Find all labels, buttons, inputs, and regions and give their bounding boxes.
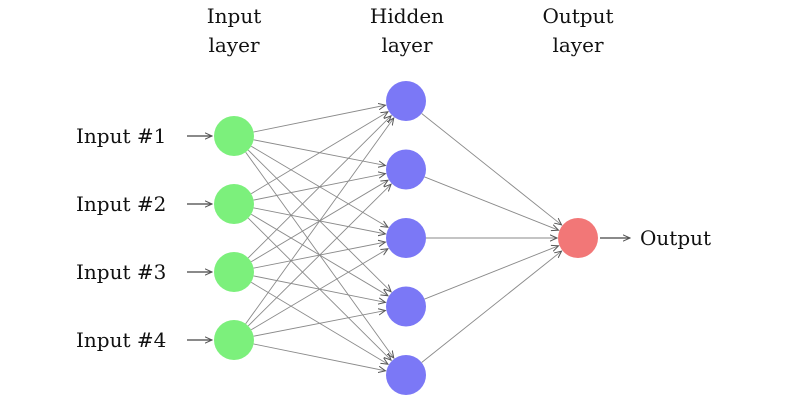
io-arrows bbox=[187, 136, 630, 340]
edge-hidden1-output bbox=[421, 113, 562, 224]
edge-input1-hidden1 bbox=[253, 105, 386, 133]
input-layer-title-line2: layer bbox=[208, 33, 260, 57]
input-label-4: Input #4 bbox=[76, 328, 167, 352]
hidden-node-4 bbox=[386, 286, 426, 327]
neurons bbox=[214, 81, 598, 395]
connections bbox=[245, 105, 562, 371]
output-label: Output bbox=[640, 226, 712, 250]
output-layer-title: Output layer bbox=[518, 2, 638, 60]
hidden-layer-title-line2: layer bbox=[381, 33, 433, 57]
hidden-node-1 bbox=[386, 81, 426, 121]
hidden-node-2 bbox=[386, 149, 426, 190]
edge-input4-hidden1 bbox=[245, 118, 394, 325]
hidden-layer-title: Hidden layer bbox=[347, 2, 467, 60]
edge-hidden2-output bbox=[424, 176, 559, 230]
output-node bbox=[558, 218, 598, 258]
input-node-3 bbox=[214, 252, 254, 292]
edge-input4-hidden3 bbox=[250, 249, 388, 331]
edge-input4-hidden2 bbox=[247, 184, 391, 327]
input-node-1 bbox=[214, 116, 254, 156]
edge-input4-hidden5 bbox=[253, 343, 386, 371]
input-layer-title-line1: Input bbox=[206, 4, 262, 28]
hidden-node-3 bbox=[386, 218, 426, 258]
input-node-2 bbox=[214, 184, 254, 224]
input-node-4 bbox=[214, 320, 254, 360]
edge-hidden4-output bbox=[424, 246, 559, 300]
output-layer-title-line1: Output bbox=[542, 4, 614, 28]
edge-hidden5-output bbox=[421, 251, 562, 363]
output-layer-title-line2: layer bbox=[552, 33, 604, 57]
edge-input4-hidden4 bbox=[253, 311, 386, 337]
input-label-3: Input #3 bbox=[76, 260, 167, 284]
input-layer-title: Input layer bbox=[174, 2, 294, 60]
edge-input3-hidden1 bbox=[247, 116, 391, 259]
input-label-2: Input #2 bbox=[76, 192, 167, 216]
edge-input2-hidden1 bbox=[250, 112, 388, 195]
input-label-1: Input #1 bbox=[76, 124, 167, 148]
hidden-layer-title-line1: Hidden bbox=[369, 4, 445, 28]
hidden-node-5 bbox=[386, 355, 426, 395]
